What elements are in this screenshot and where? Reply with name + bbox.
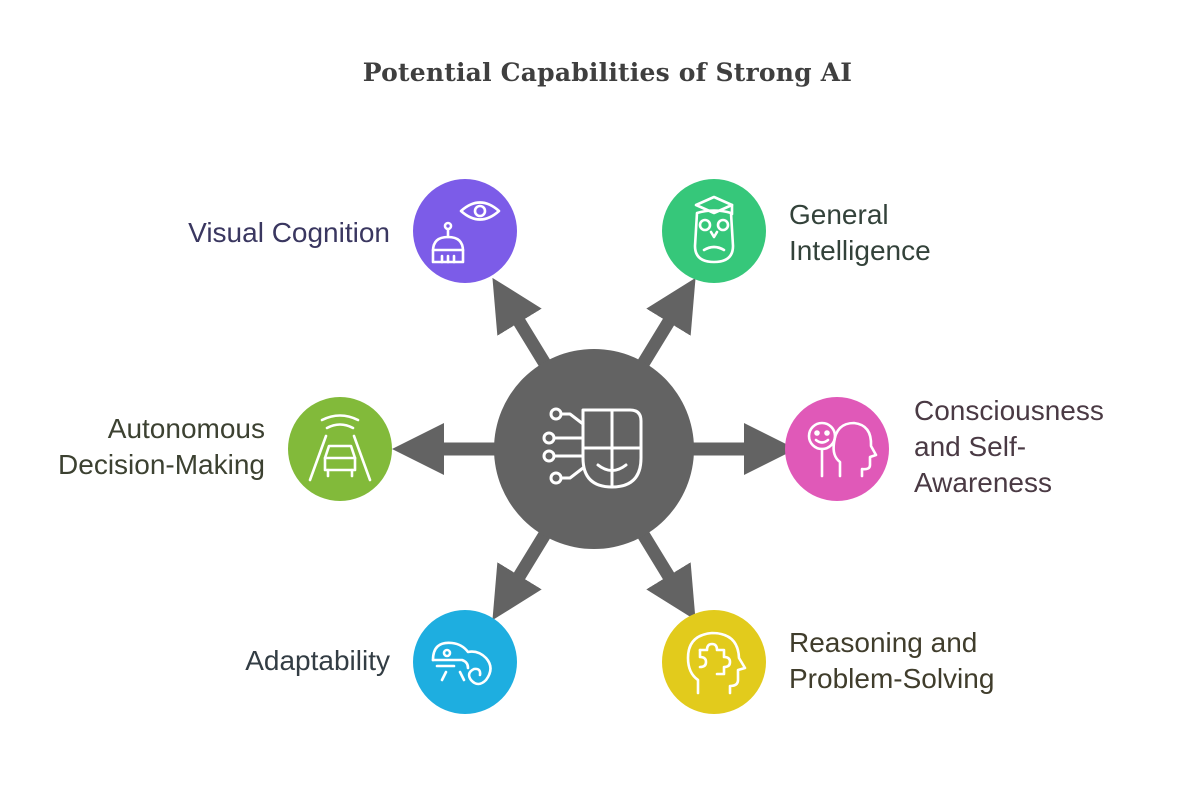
- reasoning-circle: [662, 610, 766, 714]
- ai-brain-circuit-icon: [542, 407, 643, 489]
- arrow-adaptability: [492, 522, 556, 621]
- diagram-title: Potential Capabilities of Strong AI: [362, 58, 853, 87]
- general-intelligence-circle: [662, 179, 766, 283]
- label-adaptability: Adaptability: [245, 645, 390, 676]
- chameleon-icon: [431, 641, 492, 686]
- arrow-visual-cognition: [492, 277, 556, 376]
- self-awareness-head-icon: [807, 421, 878, 478]
- label-reasoning-problem-solving: Reasoning and Problem-Solving: [789, 627, 995, 694]
- label-visual-cognition: Visual Cognition: [188, 217, 390, 248]
- puzzle-head-icon: [686, 631, 747, 695]
- hub-arrows: [392, 277, 796, 621]
- arrow-general-intelligence: [632, 277, 696, 376]
- label-general-intelligence: General Intelligence: [789, 199, 931, 266]
- visual-cognition-circle: [413, 179, 517, 283]
- self-driving-car-icon: [308, 414, 372, 482]
- label-autonomous-decision-making: Autonomous Decision-Making: [58, 413, 265, 480]
- label-consciousness-self-awareness: Consciousness and Self- Awareness: [914, 395, 1104, 498]
- autonomous-decision-making-circle: [288, 397, 392, 501]
- arrow-reasoning: [632, 522, 696, 621]
- robot-eye-icon: [431, 201, 501, 264]
- owl-graduate-icon: [693, 195, 735, 264]
